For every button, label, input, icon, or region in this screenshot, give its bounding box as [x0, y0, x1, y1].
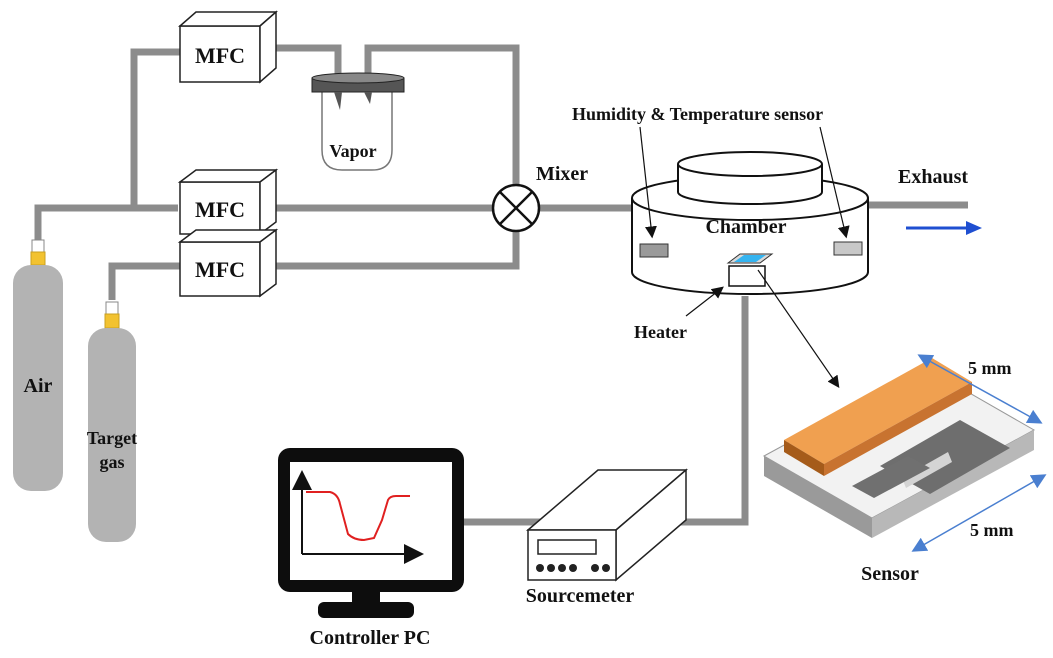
mixer-label: Mixer: [536, 163, 588, 185]
humidity-pointer-left: [639, 126, 657, 239]
sourcemeter-label: Sourcemeter: [526, 585, 635, 607]
heater-block: [728, 265, 766, 287]
heater-label: Heater: [634, 322, 687, 342]
target-gas-label-line1: Target: [87, 428, 137, 448]
pipe-low-mfc-to-mixer: [268, 230, 520, 270]
humidity-pointer-right: [819, 126, 850, 239]
dimension-bottom-label: 5 mm: [970, 520, 1014, 540]
dimension-top-label: 5 mm: [968, 358, 1012, 378]
exhaust-arrow-icon: [906, 221, 982, 235]
cross-circle-icon: [491, 183, 541, 233]
pipe-top-mfc-to-vapor: [273, 44, 342, 74]
mfc-top-label: MFC: [195, 43, 245, 68]
pipe-vapor-to-mixer: [364, 44, 520, 186]
pipe-air-to-top-mfc: [130, 48, 180, 208]
target-gas-label-line2: gas: [99, 452, 124, 472]
vapor-bottle: Vapor: [311, 72, 405, 171]
instrument-box-icon: [525, 468, 689, 582]
heater-pointer: [685, 286, 724, 317]
mfc-top: MFC: [178, 10, 278, 84]
mfc-lower-label: MFC: [195, 257, 245, 282]
humidity-sensor-label: Humidity & Temperature sensor: [572, 104, 823, 124]
dimension-arrow-bottom: [911, 474, 1047, 552]
exhaust-label: Exhaust: [898, 166, 968, 188]
pipe-target-gas-feed: [108, 262, 180, 300]
target-gas-cylinder: Target gas: [87, 301, 137, 542]
mfc-middle-label: MFC: [195, 197, 245, 222]
sensor-label: Sensor: [861, 563, 919, 585]
monitor-icon: [278, 448, 464, 618]
air-label: Air: [24, 375, 53, 397]
air-cylinder: Air: [13, 239, 63, 491]
mfc-middle: MFC: [177, 168, 279, 236]
sensor-device: [762, 358, 1036, 538]
chamber-label: Chamber: [705, 216, 786, 238]
dimension-arrow-top: [917, 354, 1043, 424]
controller-pc-label: Controller PC: [310, 627, 431, 649]
mfc-lower: MFC: [177, 228, 279, 298]
chamber: [631, 151, 869, 295]
vapor-label: Vapor: [329, 141, 376, 161]
response-curve: [306, 491, 410, 542]
humidity-sensor-left: [639, 243, 669, 258]
humidity-sensor-right: [833, 241, 863, 256]
pipe-air-feed: [34, 204, 178, 250]
sensor-zoom-pointer: [757, 269, 840, 388]
